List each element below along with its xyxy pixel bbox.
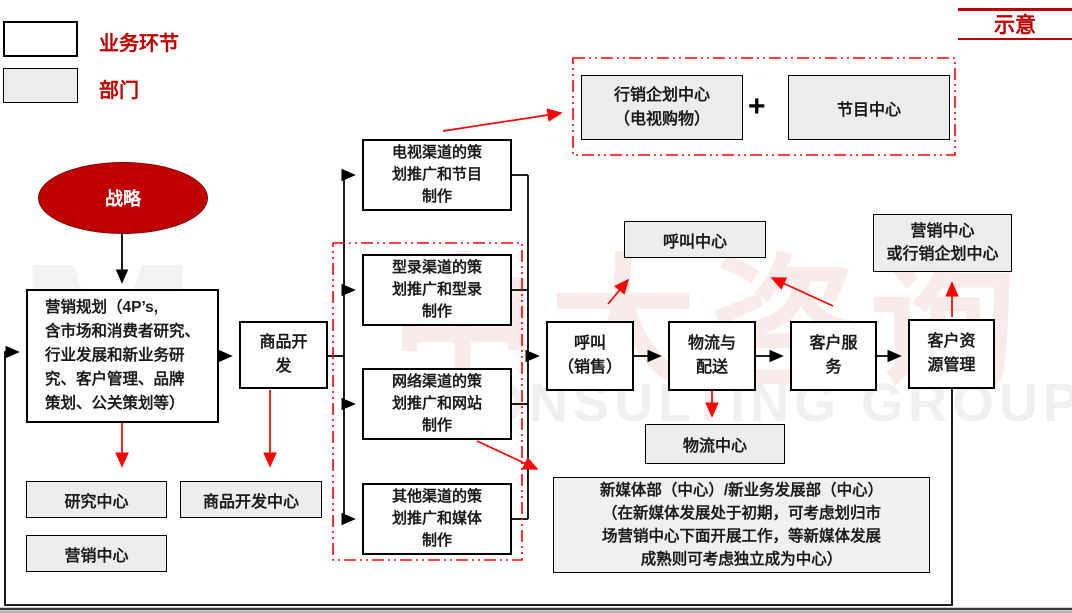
arrow-channels-to-newmedia	[476, 440, 539, 470]
legend-department-label: 部门	[99, 80, 139, 102]
strategy-ellipse: 战略	[38, 162, 208, 234]
arrow-service-to-callcenter	[770, 277, 834, 307]
product-dev-center-box: 商品开发中心	[180, 481, 322, 518]
channel-other-box: 其他渠道的策 划推广和媒体 制作	[362, 483, 512, 555]
group-frame-tv-shopping	[572, 57, 956, 156]
call-center-box: 呼叫中心	[624, 221, 766, 258]
legend-business-label: 业务环节	[99, 33, 179, 55]
logistics-center-box: 物流中心	[645, 424, 785, 464]
product-dev-box: 商品开 发	[239, 321, 328, 389]
feedback-loop-line	[4, 345, 953, 606]
marketing-planning-box: 营销规划（4P’s, 含市场和消费者研究、 行业发展和新业务研 究、客户管理、品…	[26, 289, 219, 423]
lines-channel-collect	[512, 174, 528, 520]
tv-planning-center-box: 行销企划中心 （电视购物）	[581, 75, 743, 140]
marketing-or-planning-center-box: 营销中心 或行销企划中心	[873, 214, 1012, 272]
channel-tv-box: 电视渠道的策 划推广和节目 制作	[362, 139, 512, 211]
customer-resource-box: 客户资 源管理	[908, 319, 995, 389]
arrow-call-to-callcenter	[607, 278, 630, 305]
customer-service-box: 客户服 务	[790, 321, 877, 391]
group-frame-channels	[332, 242, 523, 561]
research-center-box: 研究中心	[26, 481, 167, 518]
schematic-badge: 示意	[958, 8, 1072, 40]
arrow-tv-to-planning-group	[442, 108, 563, 132]
channel-web-box: 网络渠道的策 划推广和网站 制作	[362, 368, 512, 440]
plus-sign: +	[748, 90, 766, 123]
new-media-box: 新媒体部（中心）/新业务发展部（中心） （在新媒体发展处于初期，可考虑划归市 场…	[553, 477, 930, 573]
marketing-center-box: 营销中心	[26, 535, 167, 572]
program-center-box: 节目中心	[788, 75, 950, 140]
legend-department-box	[3, 68, 78, 103]
legend-business-box	[3, 21, 78, 57]
logistics-box: 物流与 配送	[668, 321, 756, 391]
channel-catalog-box: 型录渠道的策 划推广和型录 制作	[362, 254, 512, 326]
call-sales-box: 呼叫 （销售）	[546, 321, 634, 391]
